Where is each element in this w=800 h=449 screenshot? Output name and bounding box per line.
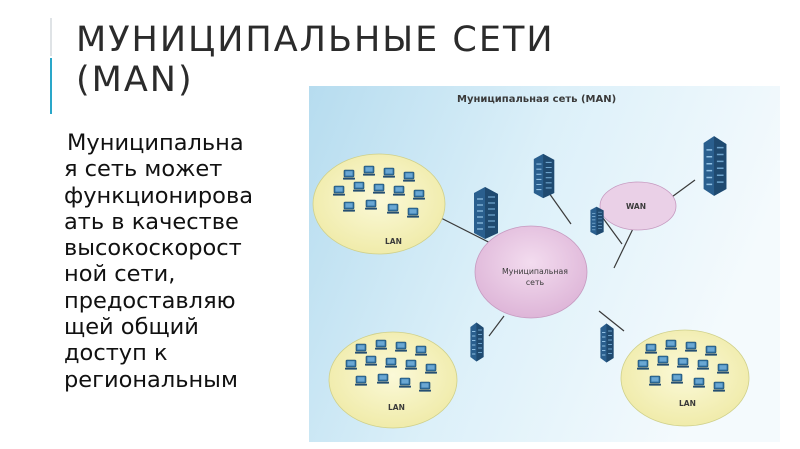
slide-title-line: (MAN) xyxy=(76,60,194,100)
lan-label: LAN xyxy=(388,403,405,412)
lan-label: LAN xyxy=(385,237,402,246)
building-icon xyxy=(473,186,499,240)
accent-bar-bottom xyxy=(50,58,52,114)
body-line: предоставляю xyxy=(64,287,236,314)
building-icon xyxy=(533,153,555,199)
municipal-network-core: Муниципальная сеть xyxy=(474,225,588,319)
diagram-title: Муниципальная сеть (MAN) xyxy=(457,94,616,105)
body-line: щей общий xyxy=(64,314,199,341)
lan-cloud-top-left: LAN xyxy=(312,153,446,255)
wan-cloud: WAN xyxy=(599,181,677,231)
wan-label: WAN xyxy=(626,202,646,211)
lan-cloud-bottom-left: LAN xyxy=(328,331,458,429)
building-icon xyxy=(599,323,615,363)
core-label-line: Муниципальная xyxy=(502,267,568,276)
body-line: функционирова xyxy=(64,182,253,209)
body-line: высокоскорост xyxy=(64,235,242,262)
slide-title: МУНИЦИПАЛЬНЫЕ СЕТИ (MAN) xyxy=(76,20,555,100)
lan-label: LAN xyxy=(679,399,696,408)
body-line: я сеть может xyxy=(64,156,223,183)
body-line: ной сети, xyxy=(64,261,176,288)
accent-bar-top xyxy=(50,18,52,56)
lan-cloud-bottom-right: LAN xyxy=(620,329,750,427)
slide-title-line: МУНИЦИПАЛЬНЫЕ СЕТИ xyxy=(76,20,555,60)
core-label-line: сеть xyxy=(526,278,545,287)
man-diagram: Муниципальная сеть (MAN) LAN LAN LAN xyxy=(309,86,780,442)
building-icon xyxy=(469,322,485,362)
body-line: Муниципальна xyxy=(67,130,244,156)
body-line: доступ к xyxy=(64,340,168,367)
body-line: региональным xyxy=(64,366,238,393)
body-text: Муниципальна я сеть может функционирова … xyxy=(64,130,314,393)
body-line: ать в качестве xyxy=(64,208,239,235)
building-icon xyxy=(590,206,604,236)
building-icon xyxy=(702,135,728,197)
